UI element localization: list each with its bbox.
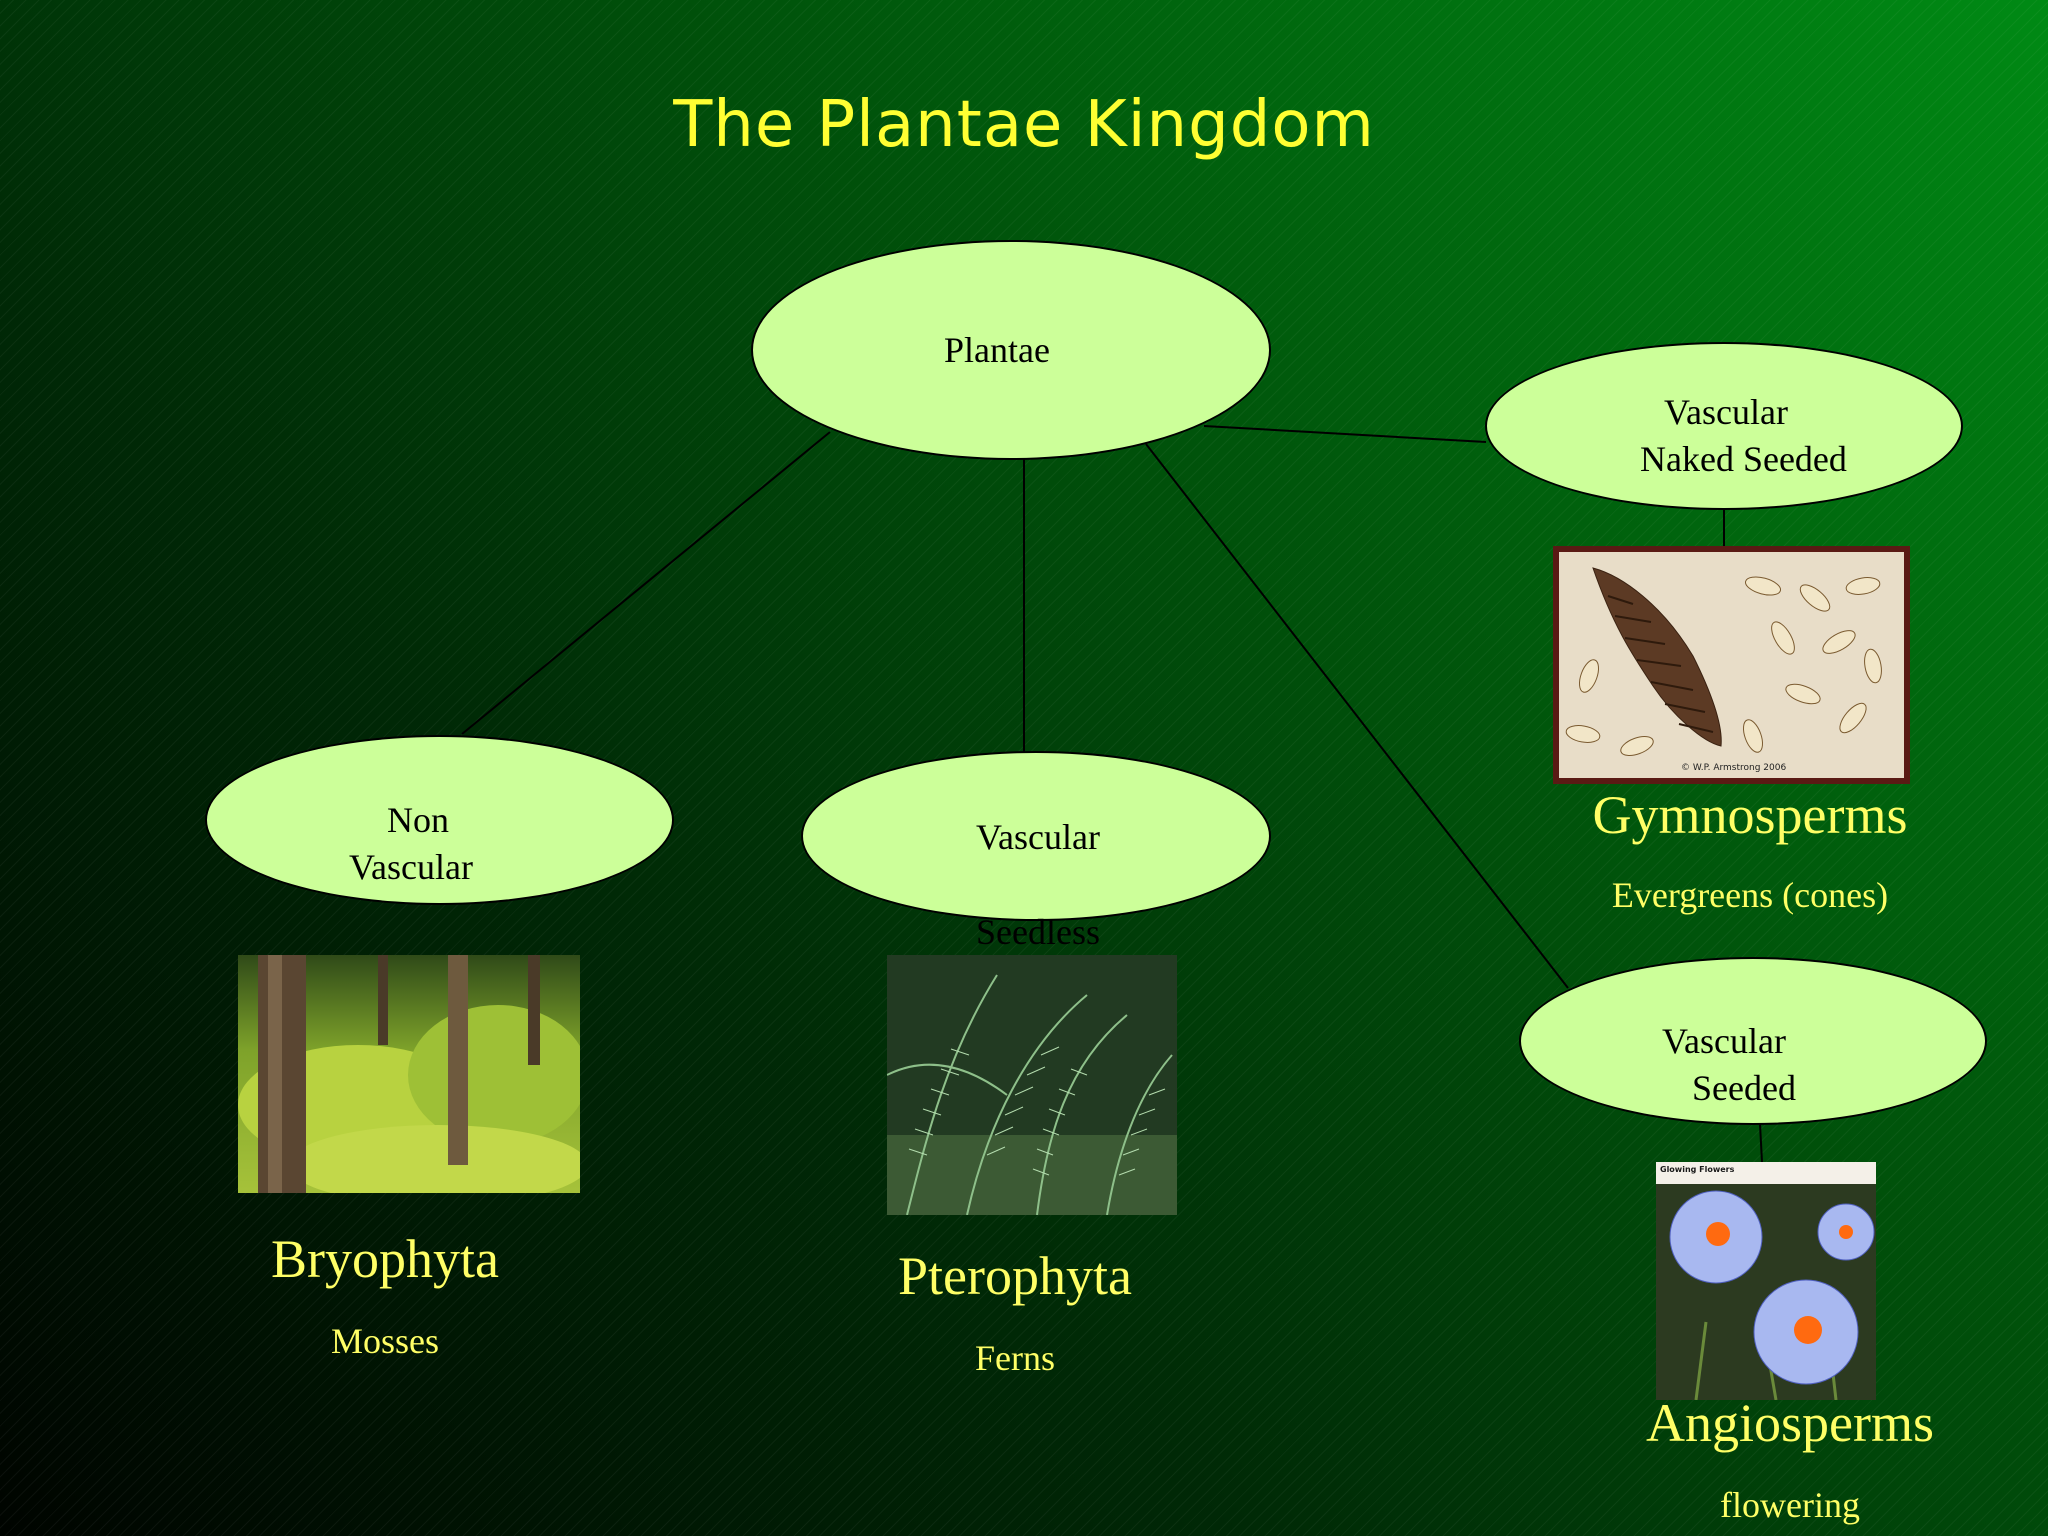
slide-title: The Plantae Kingdom bbox=[673, 88, 1375, 162]
pterophyta-common-label: Ferns bbox=[975, 1338, 1055, 1378]
node-nonvascular-line2: Vascular bbox=[349, 847, 473, 887]
pine-cone-seeds-image: © W.P. Armstrong 2006 bbox=[1553, 546, 1910, 784]
node-vascular-seedless bbox=[801, 751, 1271, 921]
node-seeded-line1: Vascular bbox=[1662, 1021, 1786, 1061]
moss-forest-image bbox=[238, 955, 580, 1193]
gymnosperms-label: Gymnosperms bbox=[1592, 785, 1908, 845]
line-plantae-naked bbox=[1203, 425, 1487, 443]
flower-image-caption: Glowing Flowers bbox=[1660, 1165, 1735, 1174]
angiosperms-label: Angiosperms bbox=[1646, 1393, 1934, 1453]
node-vascular-naked-seeded bbox=[1485, 342, 1963, 510]
node-nonvascular-line1: Non bbox=[387, 800, 449, 840]
pterophyta-label: Pterophyta bbox=[898, 1246, 1132, 1306]
cone-image-caption: © W.P. Armstrong 2006 bbox=[1681, 763, 1786, 773]
node-vascular-seeded bbox=[1519, 957, 1987, 1125]
line-seeded-flower bbox=[1759, 1123, 1763, 1163]
node-plantae-label: Plantae bbox=[944, 330, 1050, 370]
node-naked-line2: Naked Seeded bbox=[1640, 439, 1847, 479]
node-plantae bbox=[751, 240, 1271, 460]
bryophyta-common-label: Mosses bbox=[330, 1321, 440, 1361]
node-naked-line1: Vascular bbox=[1664, 392, 1788, 432]
node-non-vascular bbox=[205, 735, 674, 905]
node-seeded-line2: Seeded bbox=[1692, 1068, 1796, 1108]
gymnosperms-common-label: Evergreens (cones) bbox=[1611, 875, 1889, 915]
node-seedless-line1: Vascular bbox=[976, 817, 1100, 857]
line-plantae-seeded bbox=[1145, 443, 1569, 989]
blue-flowers-image: Glowing Flowers bbox=[1656, 1162, 1876, 1400]
fern-horsetail-image bbox=[887, 955, 1177, 1215]
angiosperms-common-label: flowering bbox=[1720, 1485, 1860, 1525]
node-seedless-line2: Seedless bbox=[976, 912, 1100, 952]
bryophyta-label: Bryophyta bbox=[271, 1229, 499, 1289]
line-plantae-nonvascular bbox=[461, 431, 831, 735]
